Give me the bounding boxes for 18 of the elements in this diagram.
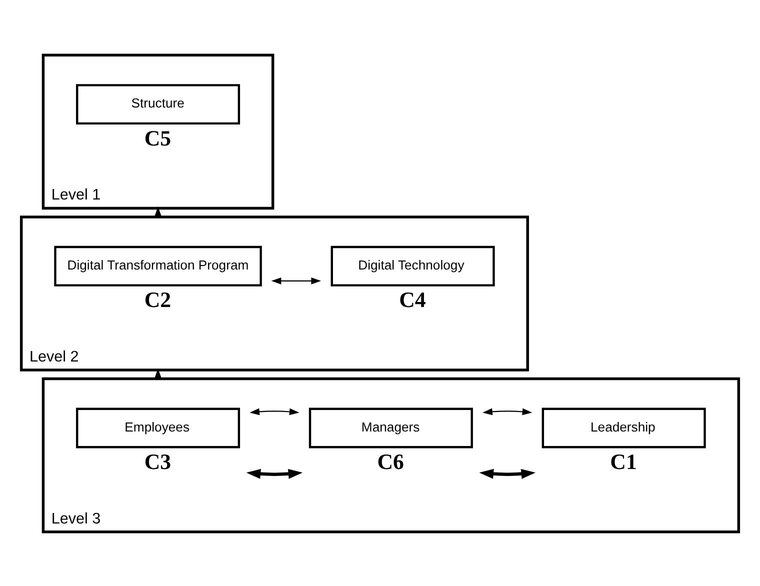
arrow	[479, 468, 536, 478]
arrow	[246, 468, 303, 478]
arrow	[271, 276, 322, 284]
arrow	[482, 408, 532, 415]
node-box: Managers	[308, 407, 473, 448]
node-label: C2	[144, 288, 172, 312]
arrow	[250, 408, 300, 415]
node-box: Leadership	[542, 407, 706, 448]
arrow	[154, 368, 162, 378]
node-box: Digital Transformation Program	[54, 245, 262, 286]
node-box: Digital Technology	[330, 245, 495, 286]
node-label: C1	[610, 450, 637, 474]
node-label: C5	[144, 126, 172, 150]
node-label: C4	[399, 288, 426, 312]
node-box: Structure	[76, 84, 240, 124]
node-label: C6	[377, 450, 404, 474]
node-label: C3	[144, 450, 172, 474]
node-box: Employees	[76, 407, 240, 448]
